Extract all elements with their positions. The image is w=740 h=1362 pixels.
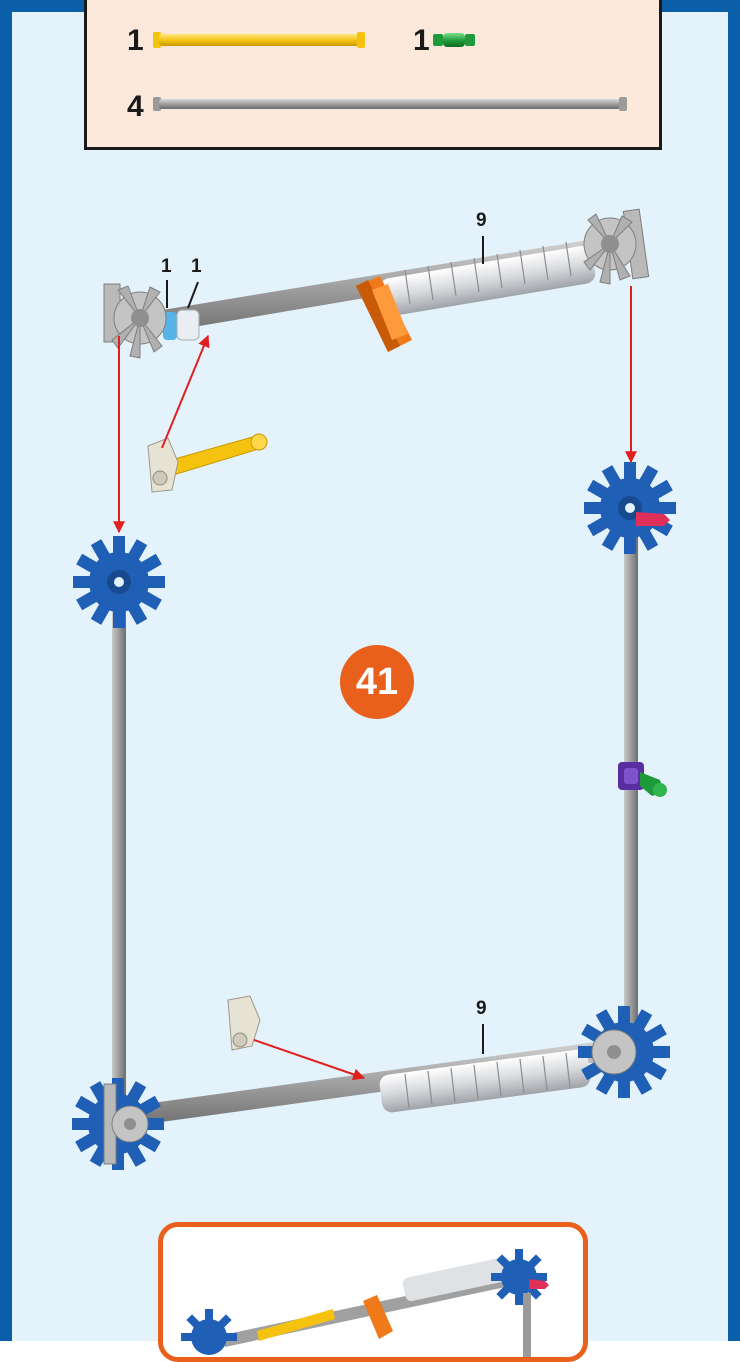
left-vertical-rod (112, 600, 126, 1140)
ring-count-b: 1 (191, 256, 202, 278)
preview-assembly-image (163, 1227, 583, 1357)
left-top-blue-gear (73, 536, 165, 628)
bottom-white-connector (228, 996, 260, 1050)
yellow-rod-with-connector (148, 434, 267, 492)
bottom-spacer-count: 9 (476, 998, 487, 1020)
right-top-blue-gear (584, 462, 676, 554)
bottom-rod-assembly (130, 1024, 612, 1126)
white-ring-spacer (177, 310, 199, 340)
red-connector (636, 512, 670, 526)
top-rod-assembly (104, 209, 649, 358)
preview-inset (158, 1222, 588, 1362)
ring-count-a: 1 (161, 256, 172, 278)
top-spacer-count: 9 (476, 210, 487, 232)
top-left-grey-connector (104, 284, 166, 358)
bottom-right-gear (578, 1006, 670, 1098)
top-spacers (378, 242, 596, 317)
step-number-badge: 41 (340, 645, 414, 719)
bottom-left-gear (72, 1078, 164, 1170)
